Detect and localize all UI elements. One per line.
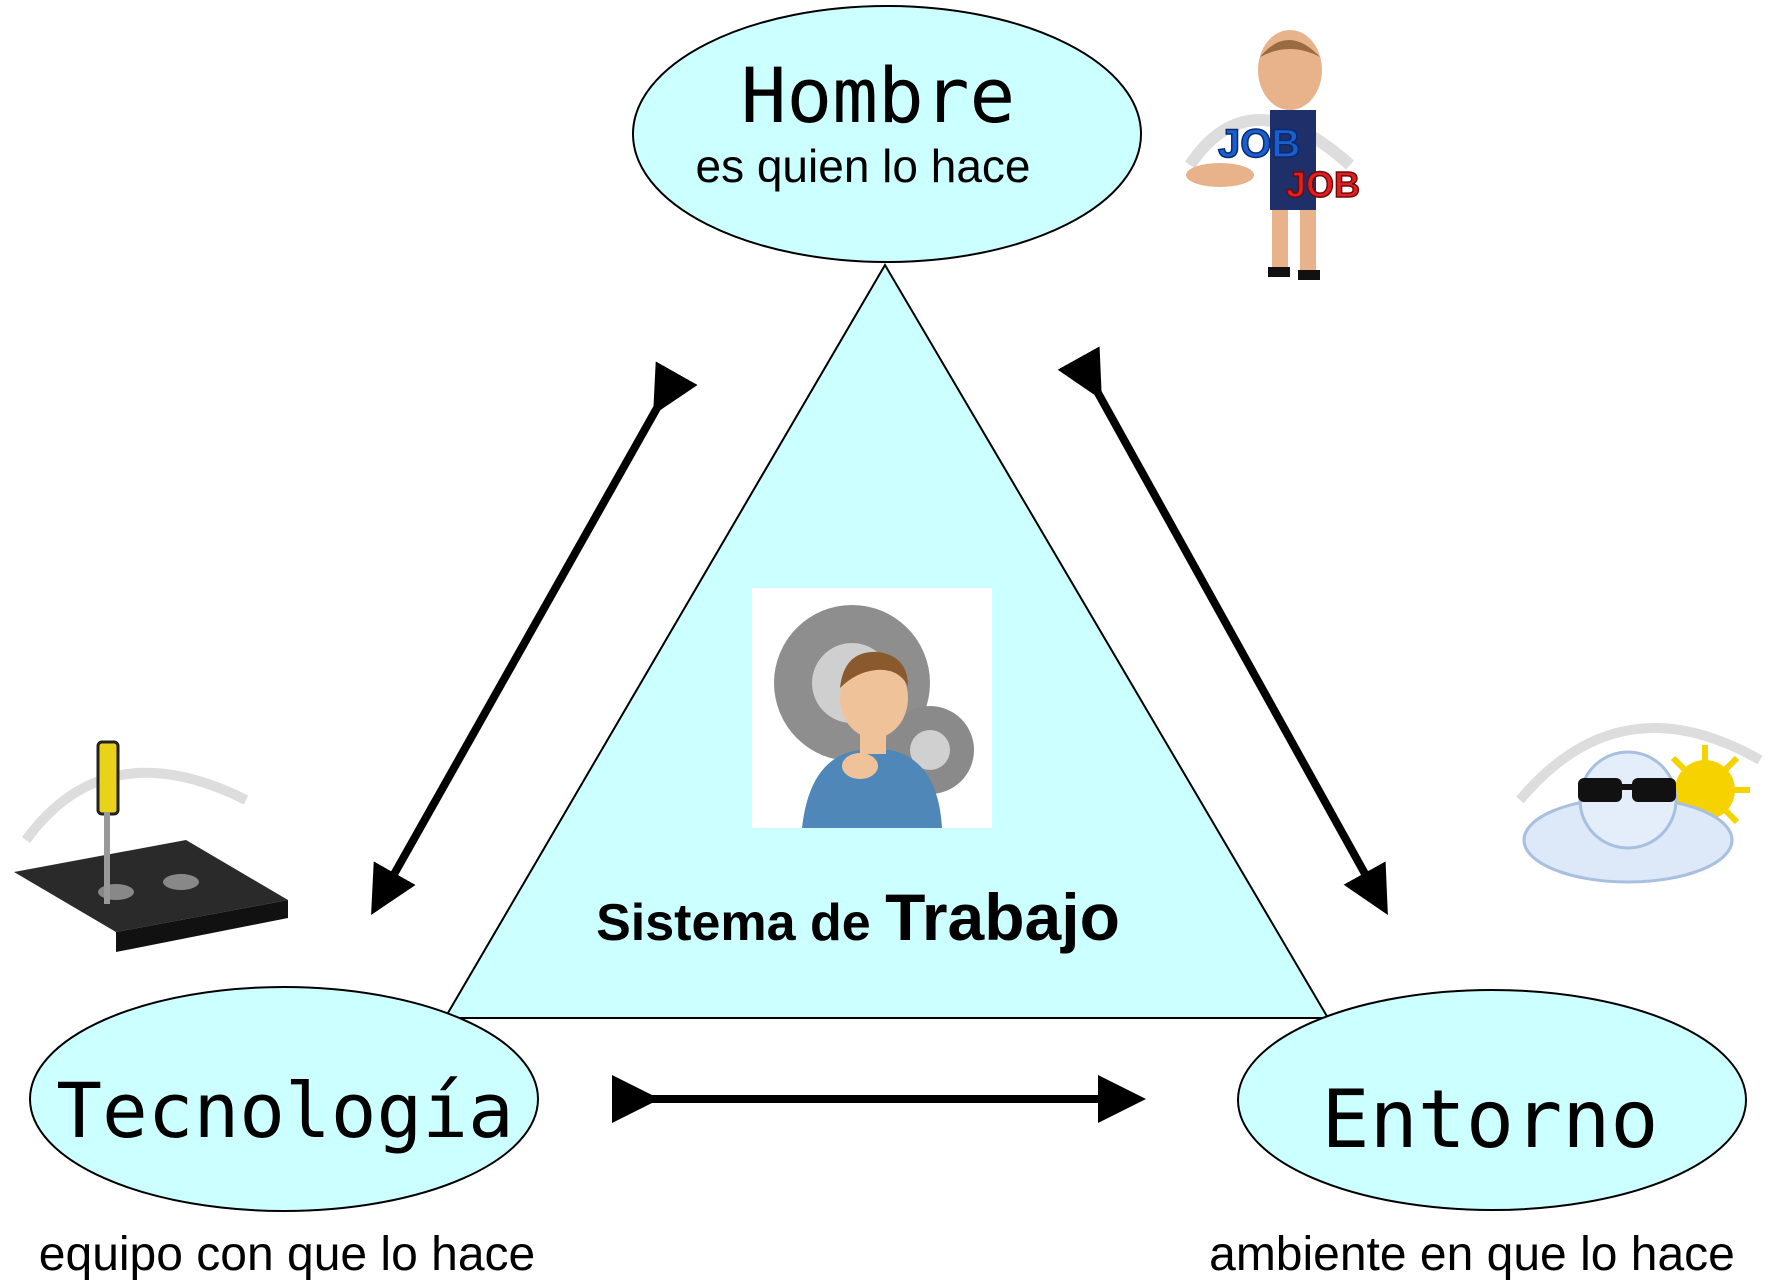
arrow-hombre-tecnologia — [371, 361, 698, 915]
node-hombre: Hombre es quien lo hace — [632, 5, 1142, 263]
node-tecnologia-subtitle: equipo con que lo hace — [39, 1228, 535, 1280]
sun-cloud-sunglasses-icon — [1516, 723, 1763, 884]
node-entorno-subtitle: ambiente en que lo hace — [1209, 1228, 1735, 1280]
job-badge-1: JOB — [1218, 122, 1300, 166]
thinking-man-gears-icon — [752, 588, 992, 828]
node-entorno: Entorno ambiente en que lo hace — [1209, 989, 1747, 1280]
job-man-icon: JOB JOB — [1185, 30, 1361, 280]
node-hombre-subtitle: es quien lo hace — [695, 140, 1030, 192]
node-entorno-title: Entorno — [1321, 1073, 1658, 1166]
node-hombre-title: Hombre — [741, 51, 1016, 140]
node-tecnologia-ellipse — [29, 986, 539, 1212]
node-hombre-ellipse — [632, 5, 1142, 263]
job-badge-2: JOB — [1286, 164, 1360, 205]
screwdriver-cassette-icon — [14, 740, 288, 952]
node-entorno-ellipse — [1237, 989, 1747, 1211]
node-tecnologia-title: Tecnología — [56, 1066, 514, 1155]
arrow-hombre-entorno — [1057, 346, 1388, 915]
center-label: Sistema de Trabajo — [596, 880, 1120, 954]
center-label-small: Sistema de — [596, 894, 885, 952]
node-tecnologia: Tecnología equipo con que lo hace — [29, 986, 539, 1280]
center-label-large: Trabajo — [885, 880, 1120, 954]
